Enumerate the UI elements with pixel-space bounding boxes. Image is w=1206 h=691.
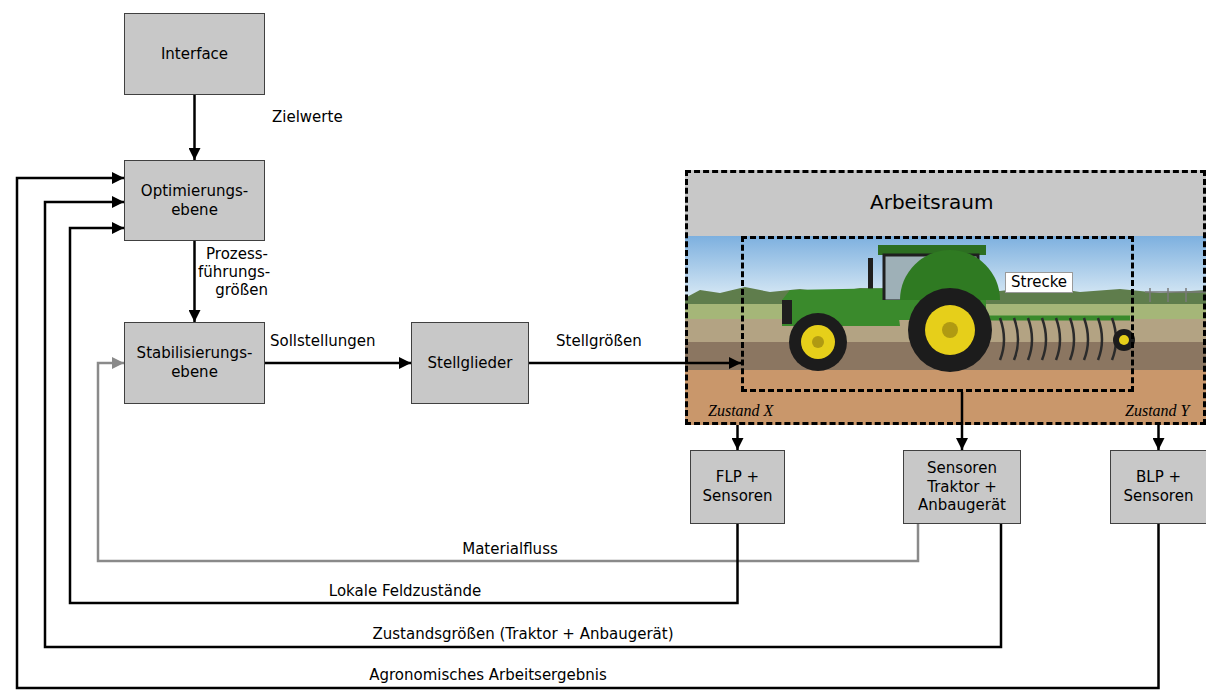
edge-label: Zustandsgrößen (Traktor + Anbaugerät)	[372, 625, 673, 643]
label-anchor: Zustandsgrößen (Traktor + Anbaugerät)	[372, 625, 673, 643]
label-anchor: Agronomisches Arbeitsergebnis	[369, 666, 607, 684]
label-anchor: Zustand X	[708, 401, 773, 420]
edge-label: Stellgrößen	[556, 332, 642, 350]
label-anchor: Materialfluss	[462, 540, 558, 558]
edge-label: Agronomisches Arbeitsergebnis	[369, 666, 607, 684]
node-text: Stellglieder	[416, 354, 524, 373]
state-label: Zustand Y	[1125, 401, 1189, 420]
front-tyre	[789, 313, 847, 371]
process-box: Optimierungs- ebene	[124, 160, 265, 241]
node-text: Sensoren Traktor + Anbaugerät	[908, 459, 1016, 515]
signal-arrow	[265, 362, 411, 365]
signal-arrow	[17, 178, 1159, 688]
label-anchor: Zielwerte	[272, 108, 343, 126]
fence-post	[1167, 288, 1169, 302]
fence-wire	[1145, 291, 1206, 293]
node-text: Strecke	[1005, 272, 1073, 293]
header-band	[685, 170, 1206, 236]
node-text: Arbeitsraum	[870, 190, 993, 215]
fence	[1145, 288, 1206, 302]
label-anchor: Prozess- führungs- größen	[198, 245, 268, 299]
edge-label: Lokale Feldzustände	[329, 582, 481, 600]
plant-region: Strecke	[741, 236, 1134, 392]
sensor-box: BLP + Sensoren	[1110, 450, 1206, 524]
tines	[1000, 318, 1116, 360]
signal-arrow	[193, 95, 196, 160]
signal-arrow	[736, 425, 739, 450]
edge-label: Sollstellungen	[270, 332, 376, 350]
label-anchor: Stellgrößen	[556, 332, 642, 350]
label-anchor: Lokale Feldzustände	[329, 582, 481, 600]
wheel-rim	[1119, 335, 1129, 345]
actuator-box: Stellglieder	[411, 322, 529, 404]
fence-post	[1185, 288, 1187, 302]
fence-post	[1149, 288, 1151, 302]
edge-label: Materialfluss	[462, 540, 558, 558]
node-text: Interface	[129, 45, 260, 64]
tractor	[782, 245, 1000, 372]
node-text: FLP + Sensoren	[695, 468, 780, 506]
rear-hub	[942, 322, 958, 338]
implement-frame	[975, 316, 1130, 321]
node-text: Stabilisierungs- ebene	[129, 344, 260, 382]
label-anchor: Zustand Y	[1125, 401, 1189, 420]
signal-arrow	[961, 392, 964, 450]
signal-arrow	[193, 241, 196, 322]
signal-arrow	[70, 228, 738, 603]
sensor-box: Sensoren Traktor + Anbaugerät	[903, 450, 1021, 524]
signal-arrow	[529, 362, 741, 365]
front-hub	[812, 336, 824, 348]
edge-label: Zielwerte	[272, 108, 343, 126]
signal-arrow	[1157, 425, 1160, 450]
rear-rim	[925, 305, 975, 355]
sensor-box: FLP + Sensoren	[690, 450, 785, 524]
cultivator	[975, 318, 1135, 360]
label-anchor: Sollstellungen	[270, 332, 376, 350]
node-text: BLP + Sensoren	[1115, 468, 1202, 506]
soil-band	[685, 370, 1206, 425]
edge-label: Prozess- führungs- größen	[198, 245, 268, 299]
node-text: Optimierungs- ebene	[129, 182, 260, 220]
grille	[782, 300, 792, 324]
workspace-region: ArbeitsraumStrecke	[685, 170, 1206, 425]
process-box: Stabilisierungs- ebene	[124, 322, 265, 404]
rear-tyre	[908, 288, 992, 372]
front-rim	[801, 325, 835, 359]
interface-box: Interface	[124, 13, 265, 95]
state-label: Zustand X	[708, 401, 773, 420]
